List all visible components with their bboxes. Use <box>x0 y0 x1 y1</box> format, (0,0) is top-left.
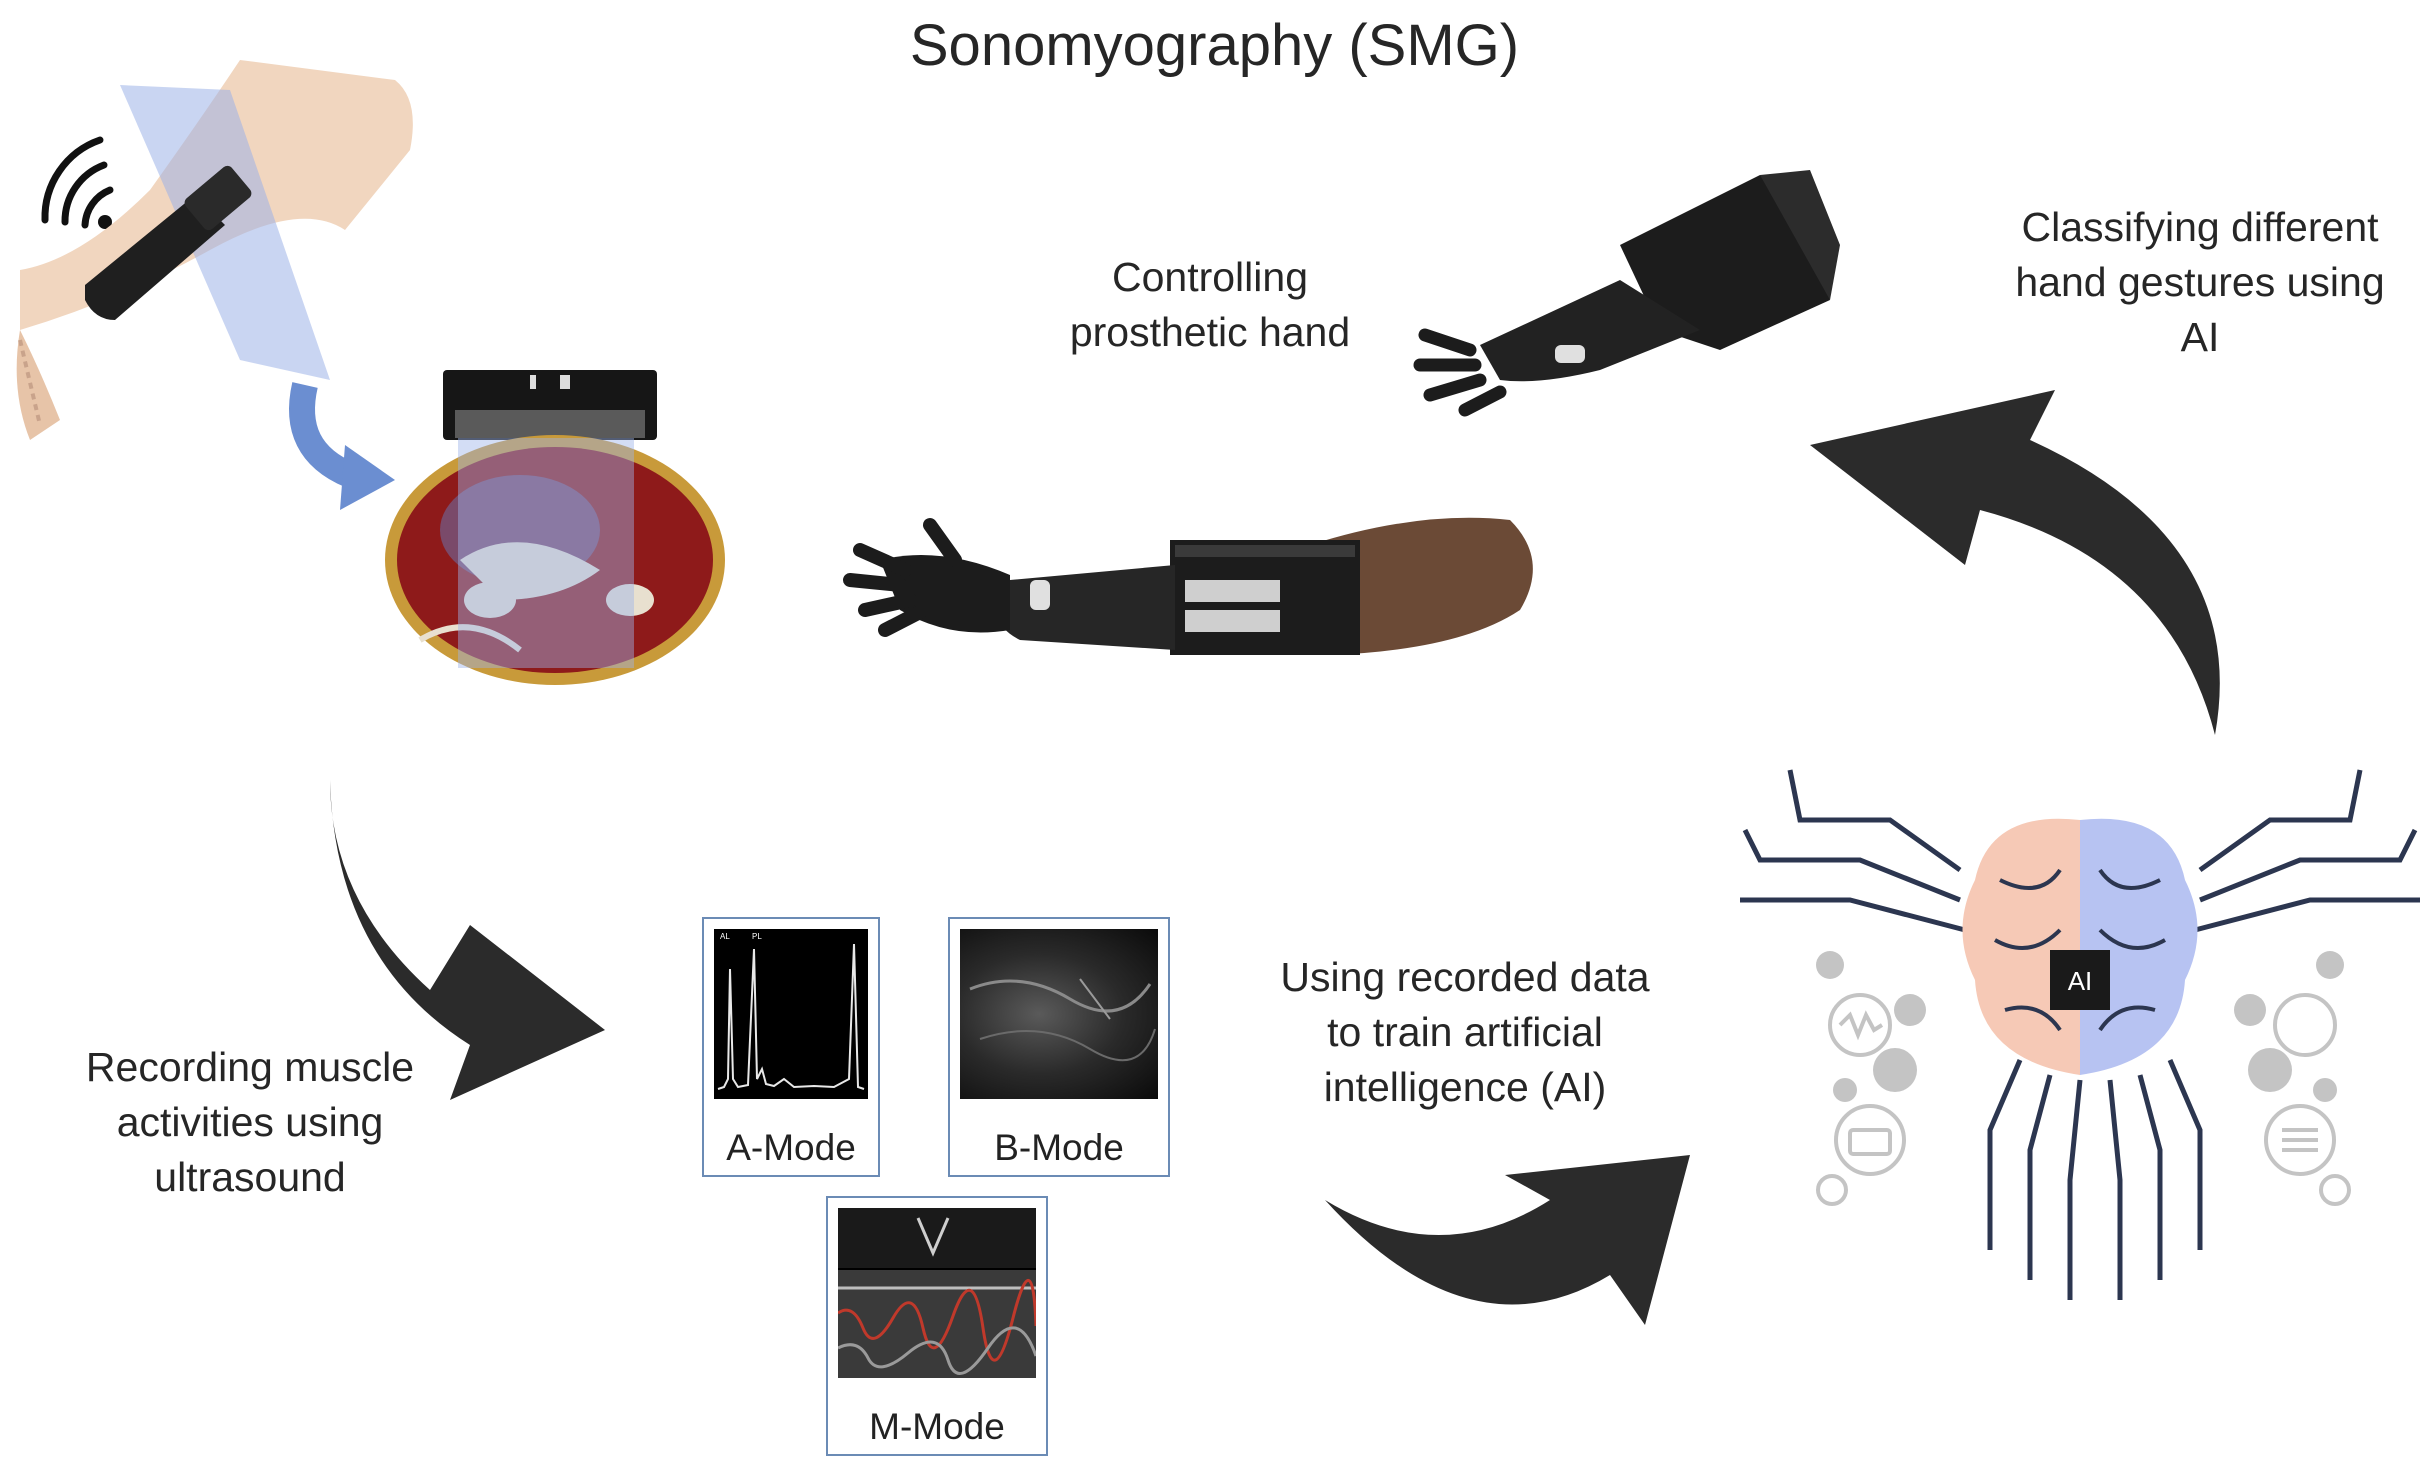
muscle-cross-section <box>385 435 725 685</box>
svg-text:AL: AL <box>720 932 730 941</box>
svg-text:PL: PL <box>752 932 762 941</box>
m-mode-caption: M-Mode <box>869 1406 1005 1447</box>
b-mode-caption: B-Mode <box>994 1127 1124 1168</box>
prosthetic-arm-horizontal <box>843 517 1533 655</box>
ultrasound-probe <box>85 165 252 320</box>
label-recording-muscle-activities: Recording muscle activities using ultras… <box>85 1044 415 1200</box>
a-mode-signal-image: AL PL <box>714 929 868 1099</box>
transducer-head <box>443 370 657 440</box>
ai-chip-label: AI <box>2068 966 2093 996</box>
arrow-ai-to-prosthetic <box>1810 390 2220 735</box>
a-mode-caption: A-Mode <box>726 1127 856 1168</box>
b-mode-panel: B-Mode <box>948 917 1170 1177</box>
a-mode-waveform: AL PL <box>717 932 865 1090</box>
wireless-icon <box>41 136 114 229</box>
m-mode-texture <box>838 1208 1036 1378</box>
ai-chip-icon <box>2050 950 2110 1010</box>
arrow-modes-to-ai <box>1325 1155 1690 1325</box>
m-mode-ultrasound-image <box>838 1208 1036 1378</box>
blue-curved-arrow <box>289 382 395 510</box>
diagram-title: Sonomyography (SMG) <box>909 13 1520 78</box>
ai-brain-illustration: AI <box>1740 769 2420 1300</box>
prosthetic-arm-angled <box>1413 170 1840 417</box>
b-mode-ultrasound-image <box>960 929 1158 1099</box>
label-controlling-prosthetic-hand: Controlling prosthetic hand <box>1069 254 1351 355</box>
b-mode-texture <box>969 978 1156 1062</box>
m-mode-panel: M-Mode <box>826 1196 1048 1456</box>
label-classifying-hand-gestures: Classifying different hand gestures usin… <box>2015 204 2385 360</box>
ultrasound-beam-plane <box>120 85 330 380</box>
a-mode-panel: AL PL A-Mode <box>702 917 880 1177</box>
label-training-ai: Using recorded data to train artificial … <box>1280 954 1650 1110</box>
arrow-recording-to-modes <box>330 780 605 1100</box>
